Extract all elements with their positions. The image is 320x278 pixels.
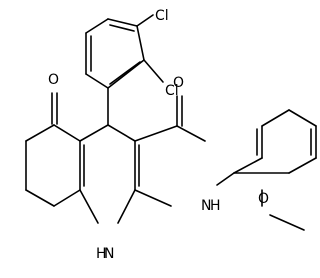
bond-c-cl2 [143, 59, 164, 83]
dichlorophenyl-ring [85, 18, 145, 89]
amide-nh-label: N [201, 198, 211, 214]
ring-nh-label: N [104, 246, 114, 262]
ring-nh-hydrogen-label: H [96, 246, 107, 262]
amide-oxygen-label: O [173, 75, 184, 91]
methoxyphenyl-ring [233, 109, 317, 174]
bond-c-cl1 [136, 14, 154, 27]
cyclohexenone-ring [25, 124, 81, 207]
chlorine-2-label: Cl [165, 83, 179, 99]
bond-o-methyl [269, 214, 305, 231]
dihydropyridine-ring [79, 124, 140, 224]
chlorine-1-label: Cl [155, 8, 169, 24]
ketone-oxygen-label: O [48, 72, 59, 88]
ether-oxygen-label: O [258, 191, 269, 207]
bond-methyl [134, 189, 172, 207]
amide-group [134, 95, 235, 186]
amide-nh-hydrogen-label: H [210, 198, 221, 214]
